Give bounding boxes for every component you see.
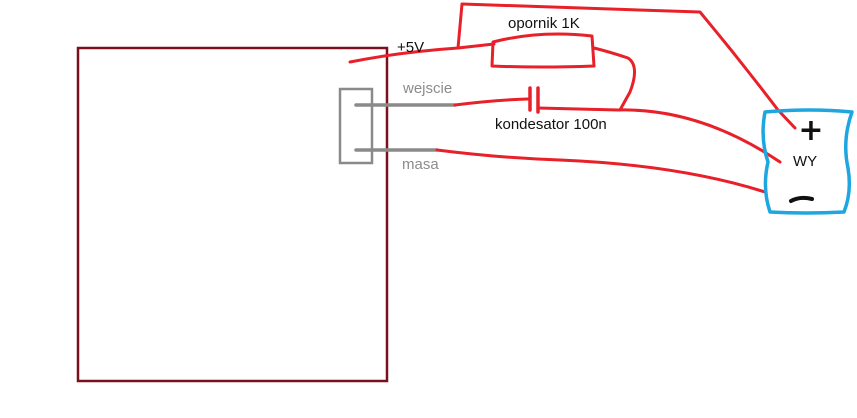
wire-ground bbox=[435, 148, 767, 194]
connector-block bbox=[338, 87, 374, 165]
label-output: WY bbox=[793, 153, 817, 170]
resistor-lead-right bbox=[592, 46, 636, 112]
wire-plus5v bbox=[348, 2, 797, 130]
label-plus5v: +5V bbox=[397, 39, 424, 56]
board-outline bbox=[76, 46, 389, 383]
label-masa: masa bbox=[402, 156, 439, 173]
resistor-lead-left bbox=[456, 42, 496, 50]
wire-input bbox=[453, 97, 530, 107]
label-kondesator: kondesator 100n bbox=[495, 116, 607, 133]
plus-sign: + bbox=[798, 113, 823, 148]
label-opornik: opornik 1K bbox=[508, 15, 580, 32]
wire-capacitor-to-output bbox=[536, 106, 782, 164]
resistor-body bbox=[490, 32, 596, 69]
label-wejscie: wejscie bbox=[402, 80, 452, 97]
minus-sign bbox=[789, 195, 814, 203]
output-box bbox=[761, 108, 854, 215]
